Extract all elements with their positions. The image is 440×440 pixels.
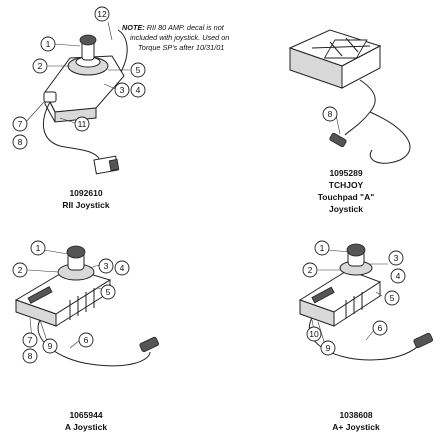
callout-aplus-4: 4: [390, 268, 406, 284]
a-plus-name: A+ Joystick: [332, 422, 380, 432]
svg-text:8: 8: [28, 351, 33, 361]
callout-aplus-1: 1: [314, 240, 330, 256]
a-name: A Joystick: [65, 422, 107, 432]
a-plus-part-number: 1038608: [339, 410, 372, 420]
callout-aplus-6: 6: [372, 320, 388, 336]
callout-rii-7: 7: [12, 116, 28, 132]
note-line3: Torque SP's after 10/31/01: [138, 43, 224, 52]
svg-text:2: 2: [308, 265, 313, 275]
rii-joystick-drawing: [42, 29, 128, 175]
note-line2: included with joystick. Used on: [130, 33, 229, 42]
rii-name: RII Joystick: [62, 200, 110, 210]
callout-aplus-3: 3: [388, 250, 404, 266]
svg-text:4: 4: [396, 271, 401, 281]
rii-part-number: 1092610: [69, 188, 102, 198]
svg-text:7: 7: [28, 335, 33, 345]
svg-text:3: 3: [120, 85, 125, 95]
svg-text:6: 6: [378, 323, 383, 333]
touchpad-joystick-drawing: [288, 29, 411, 164]
svg-text:2: 2: [18, 265, 23, 275]
svg-text:8: 8: [18, 137, 23, 147]
svg-text:8: 8: [328, 109, 333, 119]
svg-text:4: 4: [120, 263, 125, 273]
callout-aplus-5: 5: [384, 290, 400, 306]
callout-rii-11: 11: [74, 116, 90, 132]
callout-aplus-9: 9: [320, 340, 336, 356]
callout-a-7: 7: [22, 332, 38, 348]
svg-text:5: 5: [136, 65, 141, 75]
touchpad-name-line1: TCHJOY: [329, 180, 364, 190]
callout-rii-8: 8: [12, 134, 28, 150]
callout-rii-5: 5: [130, 62, 146, 78]
svg-text:4: 4: [136, 85, 141, 95]
callout-rii-2: 2: [32, 58, 48, 74]
decal-note: NOTE: RII 80 AMP. decal is not included …: [122, 23, 229, 52]
svg-text:10: 10: [309, 329, 319, 339]
callout-a-2: 2: [12, 262, 28, 278]
touchpad-part-number: 1095289: [329, 168, 362, 178]
svg-text:5: 5: [106, 287, 111, 297]
svg-text:3: 3: [104, 261, 109, 271]
callout-a-6: 6: [78, 332, 94, 348]
svg-text:1: 1: [36, 243, 41, 253]
svg-text:12: 12: [97, 9, 107, 19]
note-label: NOTE:: [122, 23, 145, 32]
touchpad-name-line3: Joystick: [329, 204, 363, 214]
svg-text:6: 6: [84, 335, 89, 345]
callout-a-3: 3: [98, 258, 114, 274]
svg-text:3: 3: [394, 253, 399, 263]
callout-a-4: 4: [114, 260, 130, 276]
svg-text:1: 1: [46, 39, 51, 49]
callout-touchpad-8: 8: [322, 106, 338, 122]
svg-text:1: 1: [320, 243, 325, 253]
callout-a-9: 9: [42, 338, 58, 354]
callout-a-8: 8: [22, 348, 38, 364]
svg-text:7: 7: [18, 119, 23, 129]
callout-a-5: 5: [100, 284, 116, 300]
callout-rii-3: 3: [114, 82, 130, 98]
svg-text:2: 2: [38, 61, 43, 71]
callout-aplus-10: 10: [306, 326, 322, 342]
svg-text:9: 9: [326, 343, 331, 353]
svg-text:11: 11: [78, 119, 87, 129]
callout-rii-4: 4: [130, 82, 146, 98]
callout-aplus-2: 2: [302, 262, 318, 278]
callout-rii-1: 1: [40, 36, 56, 52]
a-plus-joystick-drawing: [298, 243, 434, 361]
svg-text:9: 9: [48, 341, 53, 351]
note-line1: RII 80 AMP. decal is not: [145, 23, 225, 32]
svg-text:5: 5: [390, 293, 395, 303]
a-joystick-drawing: [14, 245, 160, 367]
callout-rii-12: 12: [94, 6, 110, 22]
a-part-number: 1065944: [69, 410, 102, 420]
callout-a-1: 1: [30, 240, 46, 256]
touchpad-name-line2: Touchpad "A": [318, 192, 375, 202]
svg-text:NOTE: RII 80 AMP. decal is not: NOTE: RII 80 AMP. decal is not: [122, 23, 225, 32]
